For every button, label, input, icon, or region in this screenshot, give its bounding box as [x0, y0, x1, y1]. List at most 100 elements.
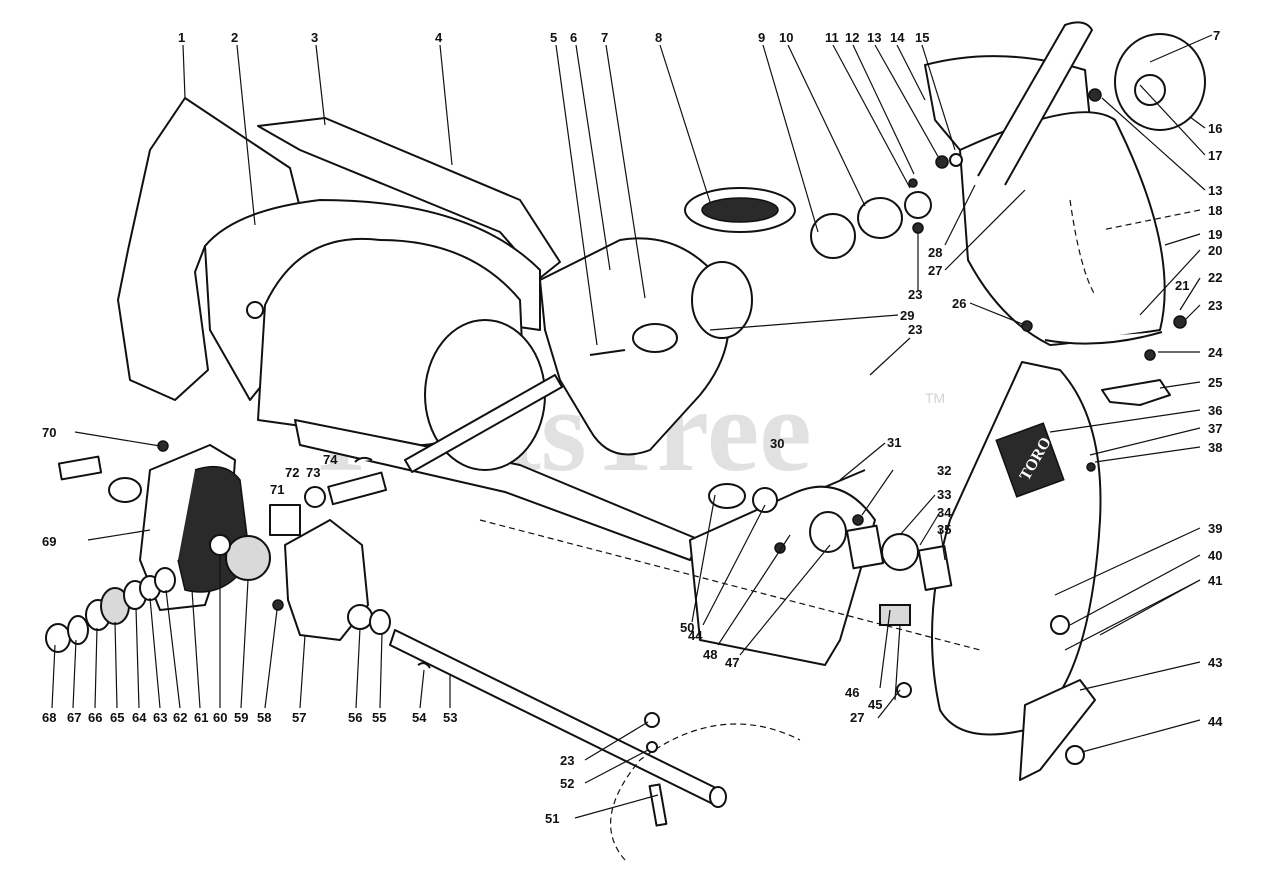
nut-23c [644, 712, 660, 728]
housing-hole [246, 301, 264, 319]
washer-40 [1050, 615, 1070, 635]
top-panel [257, 117, 561, 279]
impeller-group [404, 187, 796, 473]
impeller-boss [632, 323, 678, 353]
callout-24: 24 [1208, 345, 1223, 360]
callout-14: 14 [890, 30, 905, 45]
callout-45: 45 [868, 697, 882, 712]
lower-housing-group [689, 469, 953, 698]
callout-40: 40 [1208, 548, 1222, 563]
nut-32 [852, 514, 864, 526]
callout-17: 17 [1208, 148, 1222, 163]
callout-20: 20 [1208, 243, 1222, 258]
callout-58: 58 [257, 710, 271, 725]
axle-end [709, 786, 727, 808]
side-plate-right-group: TORO [931, 361, 1102, 781]
callout-34: 34 [937, 505, 952, 520]
bushing-15 [935, 155, 949, 169]
callout-37: 37 [1208, 421, 1222, 436]
callout-31: 31 [887, 435, 901, 450]
callout-labels: 1 2 3 4 5 6 7 8 9 10 11 12 13 14 15 7 16… [42, 28, 1223, 826]
side-plate-right [931, 361, 1102, 736]
watermark-trademark: TM [925, 390, 945, 406]
callout-16: 16 [1208, 121, 1222, 136]
callout-8: 8 [655, 30, 662, 45]
callout-65: 65 [110, 710, 124, 725]
scraper-bar [294, 419, 701, 561]
callout-47: 47 [725, 655, 739, 670]
gearbox-leaders [51, 555, 451, 709]
bearing-34 [881, 533, 919, 571]
callout-36: 36 [1208, 403, 1222, 418]
callout-12: 12 [845, 30, 859, 45]
callout-64: 64 [132, 710, 147, 725]
callout-23a: 23 [1208, 298, 1222, 313]
callout-43: 43 [1208, 655, 1222, 670]
callout-66: 66 [88, 710, 102, 725]
bushing-71 [269, 504, 301, 536]
callout-15: 15 [915, 30, 929, 45]
key-54 [417, 662, 431, 669]
callout-25: 25 [1208, 375, 1222, 390]
washer-15 [949, 153, 963, 167]
callout-62: 62 [173, 710, 187, 725]
seal-47 [809, 511, 847, 553]
axle-53 [389, 629, 721, 806]
bearing-69b [108, 477, 142, 503]
callout-6: 6 [570, 30, 577, 45]
bushing-60 [209, 534, 231, 556]
nut-13 [1088, 88, 1102, 102]
bushing-55 [369, 609, 391, 635]
callout-53: 53 [443, 710, 457, 725]
callout-11: 11 [825, 30, 839, 45]
callout-19: 19 [1208, 227, 1222, 242]
callout-72: 72 [285, 465, 299, 480]
bearing-30 [752, 487, 778, 513]
impeller-blade [539, 237, 730, 456]
bolt-51 [648, 783, 668, 827]
callout-57: 57 [292, 710, 306, 725]
callout-60: 60 [213, 710, 227, 725]
callout-3: 3 [311, 30, 318, 45]
callout-21: 21 [1175, 278, 1189, 293]
bearing-56 [347, 604, 373, 630]
callout-32: 32 [937, 463, 951, 478]
bushing-68 [45, 623, 71, 653]
washer-52 [646, 741, 658, 753]
callout-38: 38 [1208, 440, 1222, 455]
washer-67 [67, 615, 89, 645]
callout-13: 13 [867, 30, 881, 45]
shaft-70 [57, 455, 103, 481]
callout-23b: 23 [908, 287, 922, 302]
washer-62 [154, 567, 176, 593]
callout-73: 73 [306, 465, 320, 480]
side-plate-left [117, 97, 301, 401]
callout-7: 7 [601, 30, 608, 45]
gearbox-group [45, 440, 391, 653]
pulley-inner [1134, 74, 1166, 106]
callout-29: 29 [900, 308, 914, 323]
callout-4: 4 [435, 30, 443, 45]
callout-70: 70 [42, 425, 56, 440]
brand-plate [995, 422, 1065, 498]
chute-group [924, 21, 1206, 406]
worm-gear-46 [879, 604, 911, 626]
callout-28: 28 [928, 245, 942, 260]
nut-12 [908, 178, 918, 188]
callout-13b: 13 [1208, 183, 1222, 198]
callout-44a: 44 [688, 628, 703, 643]
callout-48: 48 [703, 647, 717, 662]
lower-housing [689, 485, 876, 666]
chute-gear-ring [1044, 331, 1163, 345]
callout-22: 22 [1208, 270, 1222, 285]
nut-58 [272, 599, 284, 611]
leader-lines [74, 34, 1213, 819]
bushing-50 [708, 483, 746, 509]
nut-23b [1173, 315, 1187, 329]
washer-72 [304, 486, 326, 508]
axle-group [389, 629, 801, 861]
callout-23d: 23 [560, 753, 574, 768]
callout-55: 55 [372, 710, 386, 725]
callout-74: 74 [323, 452, 338, 467]
callout-27b: 27 [850, 710, 864, 725]
